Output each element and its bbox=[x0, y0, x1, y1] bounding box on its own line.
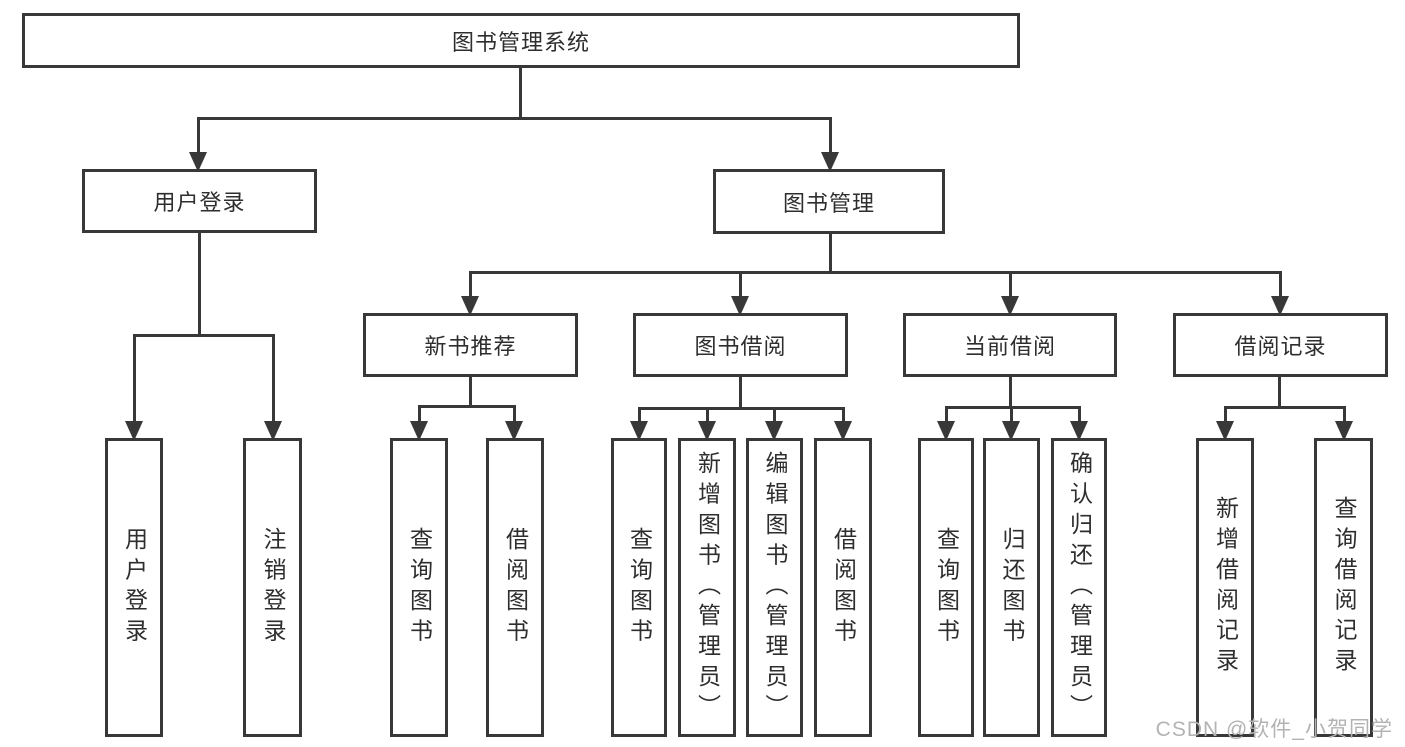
node-current-borrow: 当前借阅 bbox=[903, 313, 1117, 377]
leaf-current-return-books: 归还图书 bbox=[983, 438, 1040, 737]
connector-line bbox=[772, 408, 776, 424]
leaf-recommend-query-books: 查询图书 bbox=[390, 438, 448, 737]
connector-line bbox=[512, 406, 516, 424]
connector-line bbox=[944, 405, 1081, 409]
leaf-borrow-query-books: 查询图书 bbox=[611, 438, 667, 737]
connector-line bbox=[132, 335, 136, 424]
connector-line bbox=[468, 377, 472, 406]
csdn-watermark: CSDN @软件_小贺同学 bbox=[1155, 718, 1393, 741]
leaf-records-add-borrow-record: 新增借阅记录 bbox=[1196, 438, 1254, 737]
connector-line bbox=[1223, 405, 1346, 409]
connector-arrowhead bbox=[1001, 296, 1019, 316]
connector-line bbox=[417, 404, 516, 408]
connector-line bbox=[468, 270, 1282, 274]
connector-line bbox=[132, 333, 275, 337]
connector-arrowhead bbox=[1002, 421, 1020, 441]
connector-arrowhead bbox=[765, 421, 783, 441]
connector-arrowhead bbox=[505, 421, 523, 441]
connector-line bbox=[1077, 407, 1081, 424]
leaf-borrow-add-books-admin: 新增图书（管理员） bbox=[678, 438, 736, 737]
connector-line bbox=[1008, 377, 1012, 407]
connector-line bbox=[637, 406, 845, 410]
connector-arrowhead bbox=[1216, 421, 1234, 441]
connector-arrowhead bbox=[1070, 421, 1088, 441]
node-user-login: 用户登录 bbox=[82, 169, 317, 233]
node-borrow-records: 借阅记录 bbox=[1173, 313, 1388, 377]
connector-arrowhead bbox=[410, 421, 428, 441]
leaf-borrow-borrow-books: 借阅图书 bbox=[814, 438, 872, 737]
connector-line bbox=[518, 68, 522, 118]
connector-line bbox=[828, 118, 832, 154]
connector-arrowhead bbox=[264, 421, 282, 441]
node-new-book-recommend: 新书推荐 bbox=[363, 313, 578, 377]
leaf-current-query-books: 查询图书 bbox=[918, 438, 974, 737]
connector-line bbox=[468, 272, 472, 299]
connector-line bbox=[196, 118, 200, 154]
leaf-current-confirm-return-admin: 确认归还（管理员） bbox=[1051, 438, 1107, 737]
leaf-records-query-borrow-record: 查询借阅记录 bbox=[1314, 438, 1373, 737]
connector-line bbox=[1277, 377, 1281, 407]
connector-line bbox=[841, 408, 845, 424]
leaf-user-login: 用户登录 bbox=[105, 438, 163, 737]
connector-line bbox=[828, 234, 832, 272]
connector-line bbox=[196, 116, 832, 120]
connector-arrowhead bbox=[189, 152, 207, 172]
connector-line bbox=[417, 406, 421, 424]
leaf-logout: 注销登录 bbox=[243, 438, 302, 737]
connector-line bbox=[197, 233, 201, 335]
connector-line bbox=[944, 407, 948, 424]
connector-arrowhead bbox=[698, 421, 716, 441]
connector-arrowhead bbox=[461, 296, 479, 316]
connector-line bbox=[738, 377, 742, 408]
connector-arrowhead bbox=[125, 421, 143, 441]
connector-line bbox=[705, 408, 709, 424]
leaf-recommend-borrow-books: 借阅图书 bbox=[486, 438, 544, 737]
connector-line bbox=[1342, 407, 1346, 424]
node-book-management: 图书管理 bbox=[713, 169, 945, 234]
connector-arrowhead bbox=[1335, 421, 1353, 441]
connector-line bbox=[1278, 272, 1282, 299]
node-book-borrow: 图书借阅 bbox=[633, 313, 848, 377]
leaf-borrow-edit-books-admin: 编辑图书（管理员） bbox=[746, 438, 803, 737]
connector-arrowhead bbox=[731, 296, 749, 316]
connector-line bbox=[1009, 407, 1013, 424]
connector-line bbox=[1008, 272, 1012, 299]
connector-arrowhead bbox=[630, 421, 648, 441]
connector-arrowhead bbox=[834, 421, 852, 441]
node-root: 图书管理系统 bbox=[22, 13, 1020, 68]
connector-line bbox=[738, 272, 742, 299]
connector-arrowhead bbox=[937, 421, 955, 441]
connector-line bbox=[271, 335, 275, 424]
connector-line bbox=[1223, 407, 1227, 424]
connector-arrowhead bbox=[821, 152, 839, 172]
connector-line bbox=[637, 408, 641, 424]
connector-arrowhead bbox=[1271, 296, 1289, 316]
